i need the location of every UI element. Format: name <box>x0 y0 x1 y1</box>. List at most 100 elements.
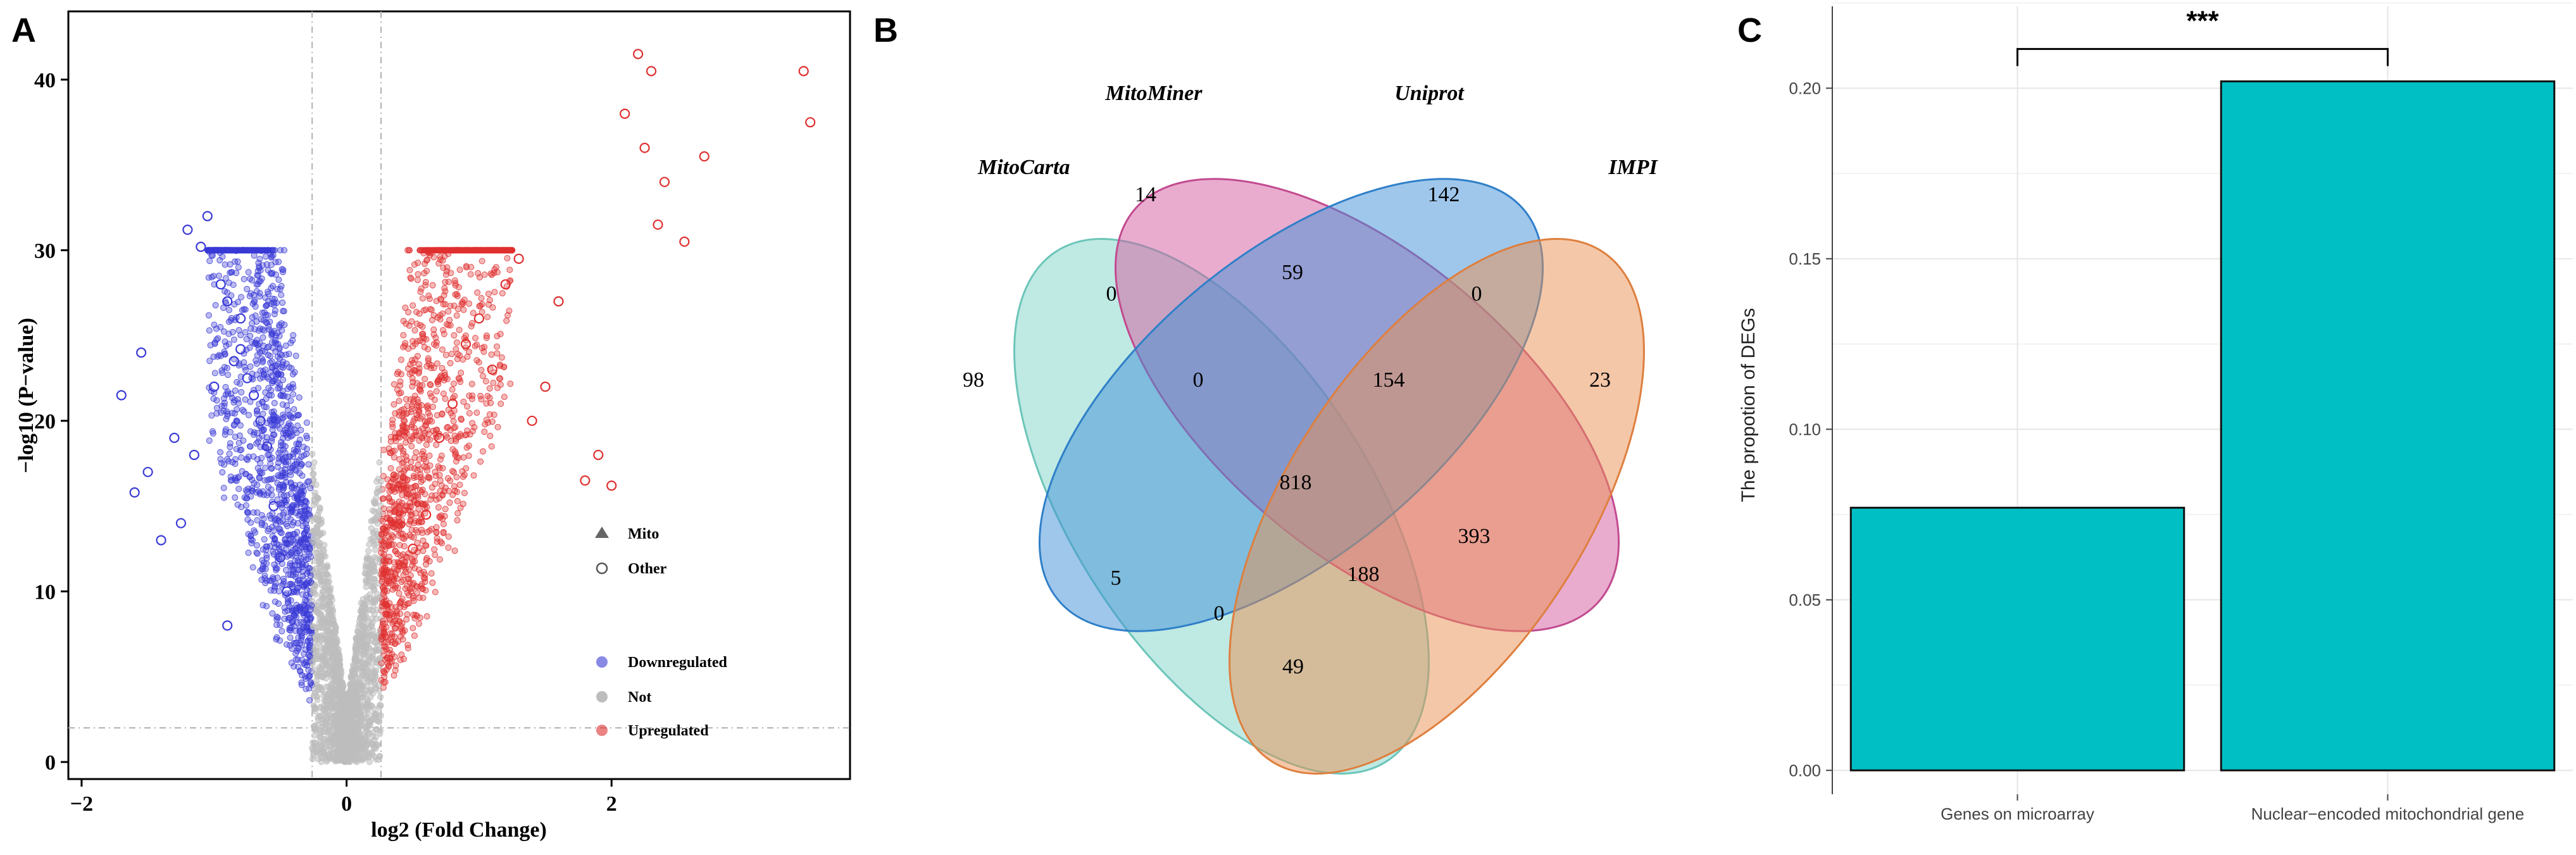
volcano-point <box>273 636 280 643</box>
volcano-point <box>297 668 304 675</box>
volcano-point <box>425 346 432 353</box>
volcano-point <box>384 572 391 579</box>
volcano-point <box>258 275 265 282</box>
volcano-point <box>418 402 425 409</box>
volcano-point <box>206 327 213 334</box>
volcano-point <box>460 398 467 405</box>
volcano-point <box>372 646 379 653</box>
volcano-point <box>448 351 455 358</box>
volcano-point <box>261 404 268 410</box>
volcano-point <box>410 378 416 385</box>
volcano-point <box>466 348 472 355</box>
volcano-point <box>291 540 298 547</box>
volcano-point <box>397 552 404 559</box>
volcano-point <box>427 413 434 419</box>
volcano-point <box>233 446 240 452</box>
volcano-point <box>221 494 227 501</box>
volcano-point <box>485 419 492 426</box>
volcano-point <box>416 382 423 389</box>
volcano-point <box>295 512 302 519</box>
volcano-point <box>284 492 291 499</box>
volcano-point <box>436 471 443 478</box>
volcano-point <box>389 620 396 627</box>
volcano-point <box>463 444 470 451</box>
volcano-point <box>323 729 330 736</box>
volcano-point <box>439 247 445 254</box>
volcano-point <box>300 444 307 451</box>
volcano-point <box>278 530 285 537</box>
volcano-point <box>425 409 432 416</box>
volcano-point <box>430 312 437 319</box>
volcano-point <box>418 285 425 292</box>
volcano-point <box>480 448 486 455</box>
volcano-point <box>417 388 424 395</box>
volcano-point <box>407 274 414 281</box>
volcano-point <box>264 247 271 254</box>
volcano-point <box>411 558 418 565</box>
volcano-point <box>219 469 226 476</box>
volcano-point <box>391 454 397 461</box>
volcano-point <box>258 512 265 519</box>
volcano-point <box>210 353 217 360</box>
volcano-point <box>484 392 491 399</box>
volcano-point <box>380 668 387 675</box>
volcano-point <box>280 308 286 315</box>
volcano-point <box>414 277 421 284</box>
volcano-point <box>226 451 233 457</box>
volcano-point <box>465 452 472 459</box>
volcano-point <box>237 380 244 387</box>
volcano-point <box>287 642 294 649</box>
volcano-point <box>400 416 407 423</box>
volcano-point <box>404 600 411 607</box>
volcano-point <box>352 656 359 663</box>
volcano-point <box>473 341 480 348</box>
volcano-point <box>259 546 266 553</box>
volcano-point <box>369 507 376 514</box>
volcano-point <box>245 269 252 276</box>
volcano-point <box>223 456 230 463</box>
volcano-point <box>268 285 275 292</box>
volcano-point <box>322 708 328 715</box>
volcano-point <box>365 547 372 554</box>
volcano-point <box>406 499 413 506</box>
volcano-point <box>330 608 337 615</box>
volcano-point <box>458 370 465 377</box>
volcano-point <box>406 437 413 444</box>
volcano-point <box>503 317 510 324</box>
volcano-point <box>439 346 446 353</box>
volcano-point <box>278 292 285 298</box>
volcano-point <box>315 511 322 518</box>
volcano-point <box>281 604 288 611</box>
volcano-point <box>270 574 277 581</box>
volcano-point <box>287 516 294 523</box>
volcano-point <box>298 634 305 640</box>
volcano-point <box>504 312 511 319</box>
volcano-point <box>478 366 485 373</box>
volcano-point <box>392 547 399 554</box>
volcano-point <box>282 443 289 450</box>
volcano-point <box>263 303 270 309</box>
volcano-point <box>474 289 481 296</box>
volcano-point <box>306 551 313 558</box>
volcano-point <box>477 303 484 309</box>
volcano-point <box>249 247 256 254</box>
volcano-point <box>384 660 391 667</box>
volcano-point <box>410 581 416 588</box>
volcano-point <box>247 325 254 332</box>
volcano-point <box>246 473 253 480</box>
volcano-point <box>259 334 266 341</box>
panel-a-label: A <box>11 11 36 49</box>
volcano-point <box>408 421 415 428</box>
volcano-point <box>478 295 485 302</box>
volcano-point <box>254 517 261 524</box>
volcano-point <box>227 261 234 268</box>
volcano-point <box>449 386 456 393</box>
volcano-point <box>242 366 249 373</box>
volcano-point <box>407 572 414 579</box>
volcano-point <box>368 583 375 590</box>
volcano-point <box>255 346 262 353</box>
volcano-point <box>287 471 294 478</box>
volcano-point <box>268 261 275 268</box>
volcano-point <box>401 475 408 482</box>
